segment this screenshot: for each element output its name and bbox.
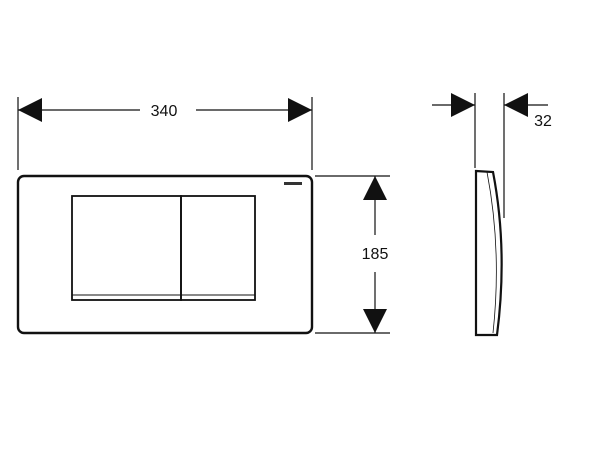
flush-button-large (71, 195, 182, 301)
width-label: 340 (151, 103, 178, 120)
plate-profile (474, 169, 503, 337)
height-dimension (315, 175, 390, 334)
height-label: 185 (362, 246, 389, 263)
side-view (474, 169, 503, 337)
profile-inner-line (486, 171, 497, 334)
flush-button-small (180, 195, 256, 301)
front-view (16, 174, 314, 335)
logo (284, 182, 302, 185)
plate-outline (16, 174, 314, 335)
width-dimension (17, 97, 313, 170)
depth-dimension (432, 93, 548, 218)
depth-label: 32 (534, 113, 552, 130)
